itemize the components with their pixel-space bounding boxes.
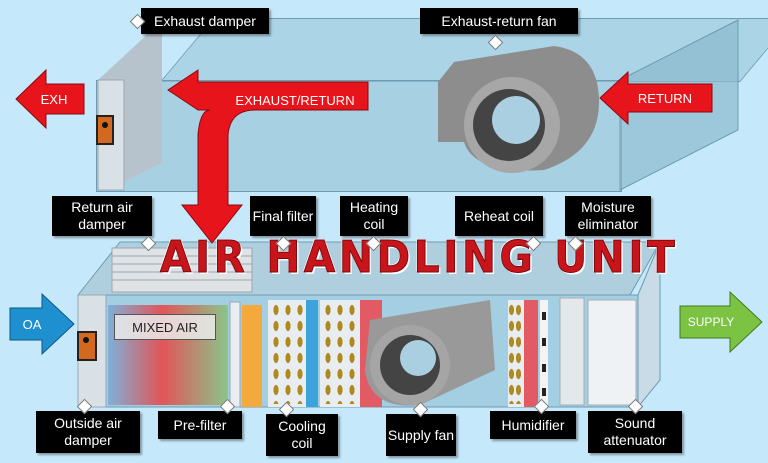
label-exhaust-damper: Exhaust damper (141, 8, 269, 34)
exh-arrow (15, 68, 85, 130)
label-sound-attenuator: Sound attenuator (588, 411, 682, 453)
label-outside-air-damper: Outside air damper (36, 411, 140, 453)
label-final-filter: Final filter (250, 196, 316, 236)
diagram-title: AIR HANDLING UNIT (160, 232, 679, 284)
label-return-air-damper: Return air damper (52, 196, 152, 236)
return-arrow (599, 70, 713, 126)
oa-arrow (9, 292, 75, 356)
cooling-coil-tubes (270, 302, 306, 404)
exhaust-return-arrow (167, 69, 369, 244)
oa-arrow-label: OA (22, 316, 42, 332)
label-cooling-coil: Cooling coil (266, 414, 338, 456)
exh-arrow-label: EXH (40, 91, 68, 107)
label-humidifier: Humidifier (490, 411, 576, 439)
exhaust-return-arrow-label: EXHAUST/RETURN (235, 92, 355, 108)
label-supply-fan: Supply fan (386, 414, 456, 456)
supply-arrow-label: SUPPLY (687, 315, 735, 329)
exhaust-return-fan-graphic (438, 46, 599, 173)
label-reheat-coil: Reheat coil (455, 196, 543, 236)
heating-coil-tubes (322, 302, 358, 404)
mixed-air-label: MIXED AIR (114, 314, 216, 340)
reheat-coil-tubes (508, 302, 522, 404)
label-pre-filter: Pre-filter (158, 411, 242, 439)
return-arrow-label: RETURN (637, 90, 693, 106)
label-moisture-eliminator: Moisture eliminator (565, 196, 651, 236)
supply-arrow (679, 290, 763, 354)
label-exhaust-return-fan: Exhaust-return fan (420, 8, 578, 34)
exhaust-damper-graphic (96, 30, 162, 191)
label-heating-coil: Heating coil (340, 196, 408, 236)
